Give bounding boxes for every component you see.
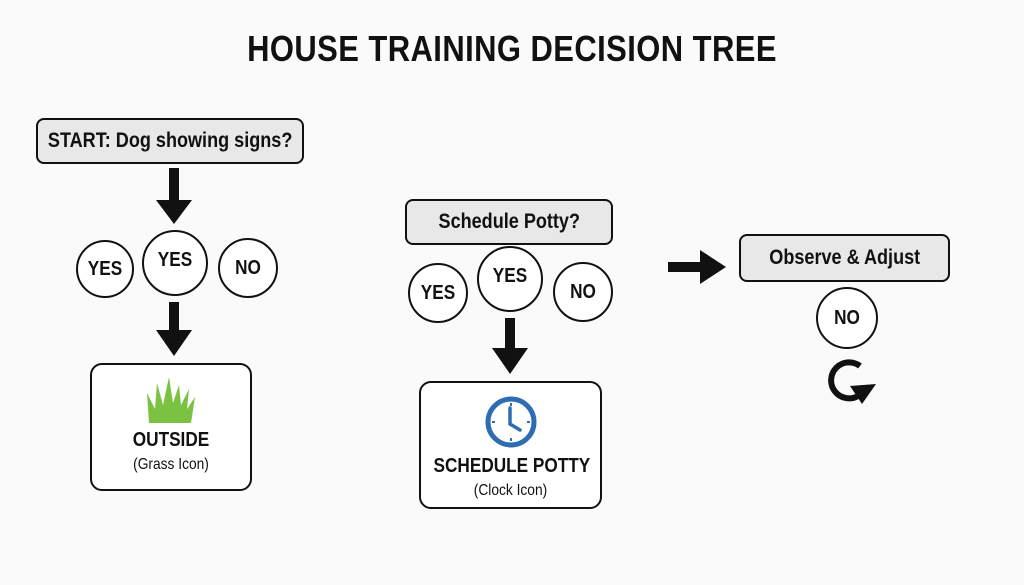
start-question-box: START: Dog showing signs? xyxy=(36,118,304,164)
outside-result-box: OUTSIDE (Grass Icon) xyxy=(90,363,252,491)
arrow-down-icon xyxy=(156,168,192,224)
start-question-label: START: Dog showing signs? xyxy=(47,129,293,152)
arrow-down-icon xyxy=(156,302,192,356)
diagram-title: HOUSE TRAINING DECISION TREE xyxy=(247,28,777,69)
schedule-potty-sublabel: (Clock Icon) xyxy=(473,482,548,499)
arrow-right-icon xyxy=(668,250,726,284)
left-option-yes-1: YES xyxy=(76,240,134,298)
clock-icon xyxy=(485,396,536,448)
outside-label: OUTSIDE xyxy=(132,429,210,451)
arrow-down-icon xyxy=(492,318,528,374)
grass-icon xyxy=(147,377,195,423)
observe-adjust-box: Observe & Adjust xyxy=(739,234,950,282)
schedule-question-box: Schedule Potty? xyxy=(405,199,613,245)
right-option-no: NO xyxy=(816,287,878,349)
schedule-potty-label: SCHEDULE POTTY xyxy=(433,455,591,477)
middle-option-no: NO xyxy=(553,262,613,322)
middle-option-yes-1: YES xyxy=(408,263,468,323)
refresh-loop-icon xyxy=(828,359,876,404)
left-option-no: NO xyxy=(218,238,278,298)
left-option-yes-2: YES xyxy=(142,230,208,296)
middle-option-yes-2: YES xyxy=(477,246,543,312)
observe-adjust-label: Observe & Adjust xyxy=(769,246,920,269)
schedule-potty-result-box: SCHEDULE POTTY (Clock Icon) xyxy=(419,381,602,509)
outside-sublabel: (Grass Icon) xyxy=(133,456,209,473)
schedule-question-label: Schedule Potty? xyxy=(438,210,580,233)
